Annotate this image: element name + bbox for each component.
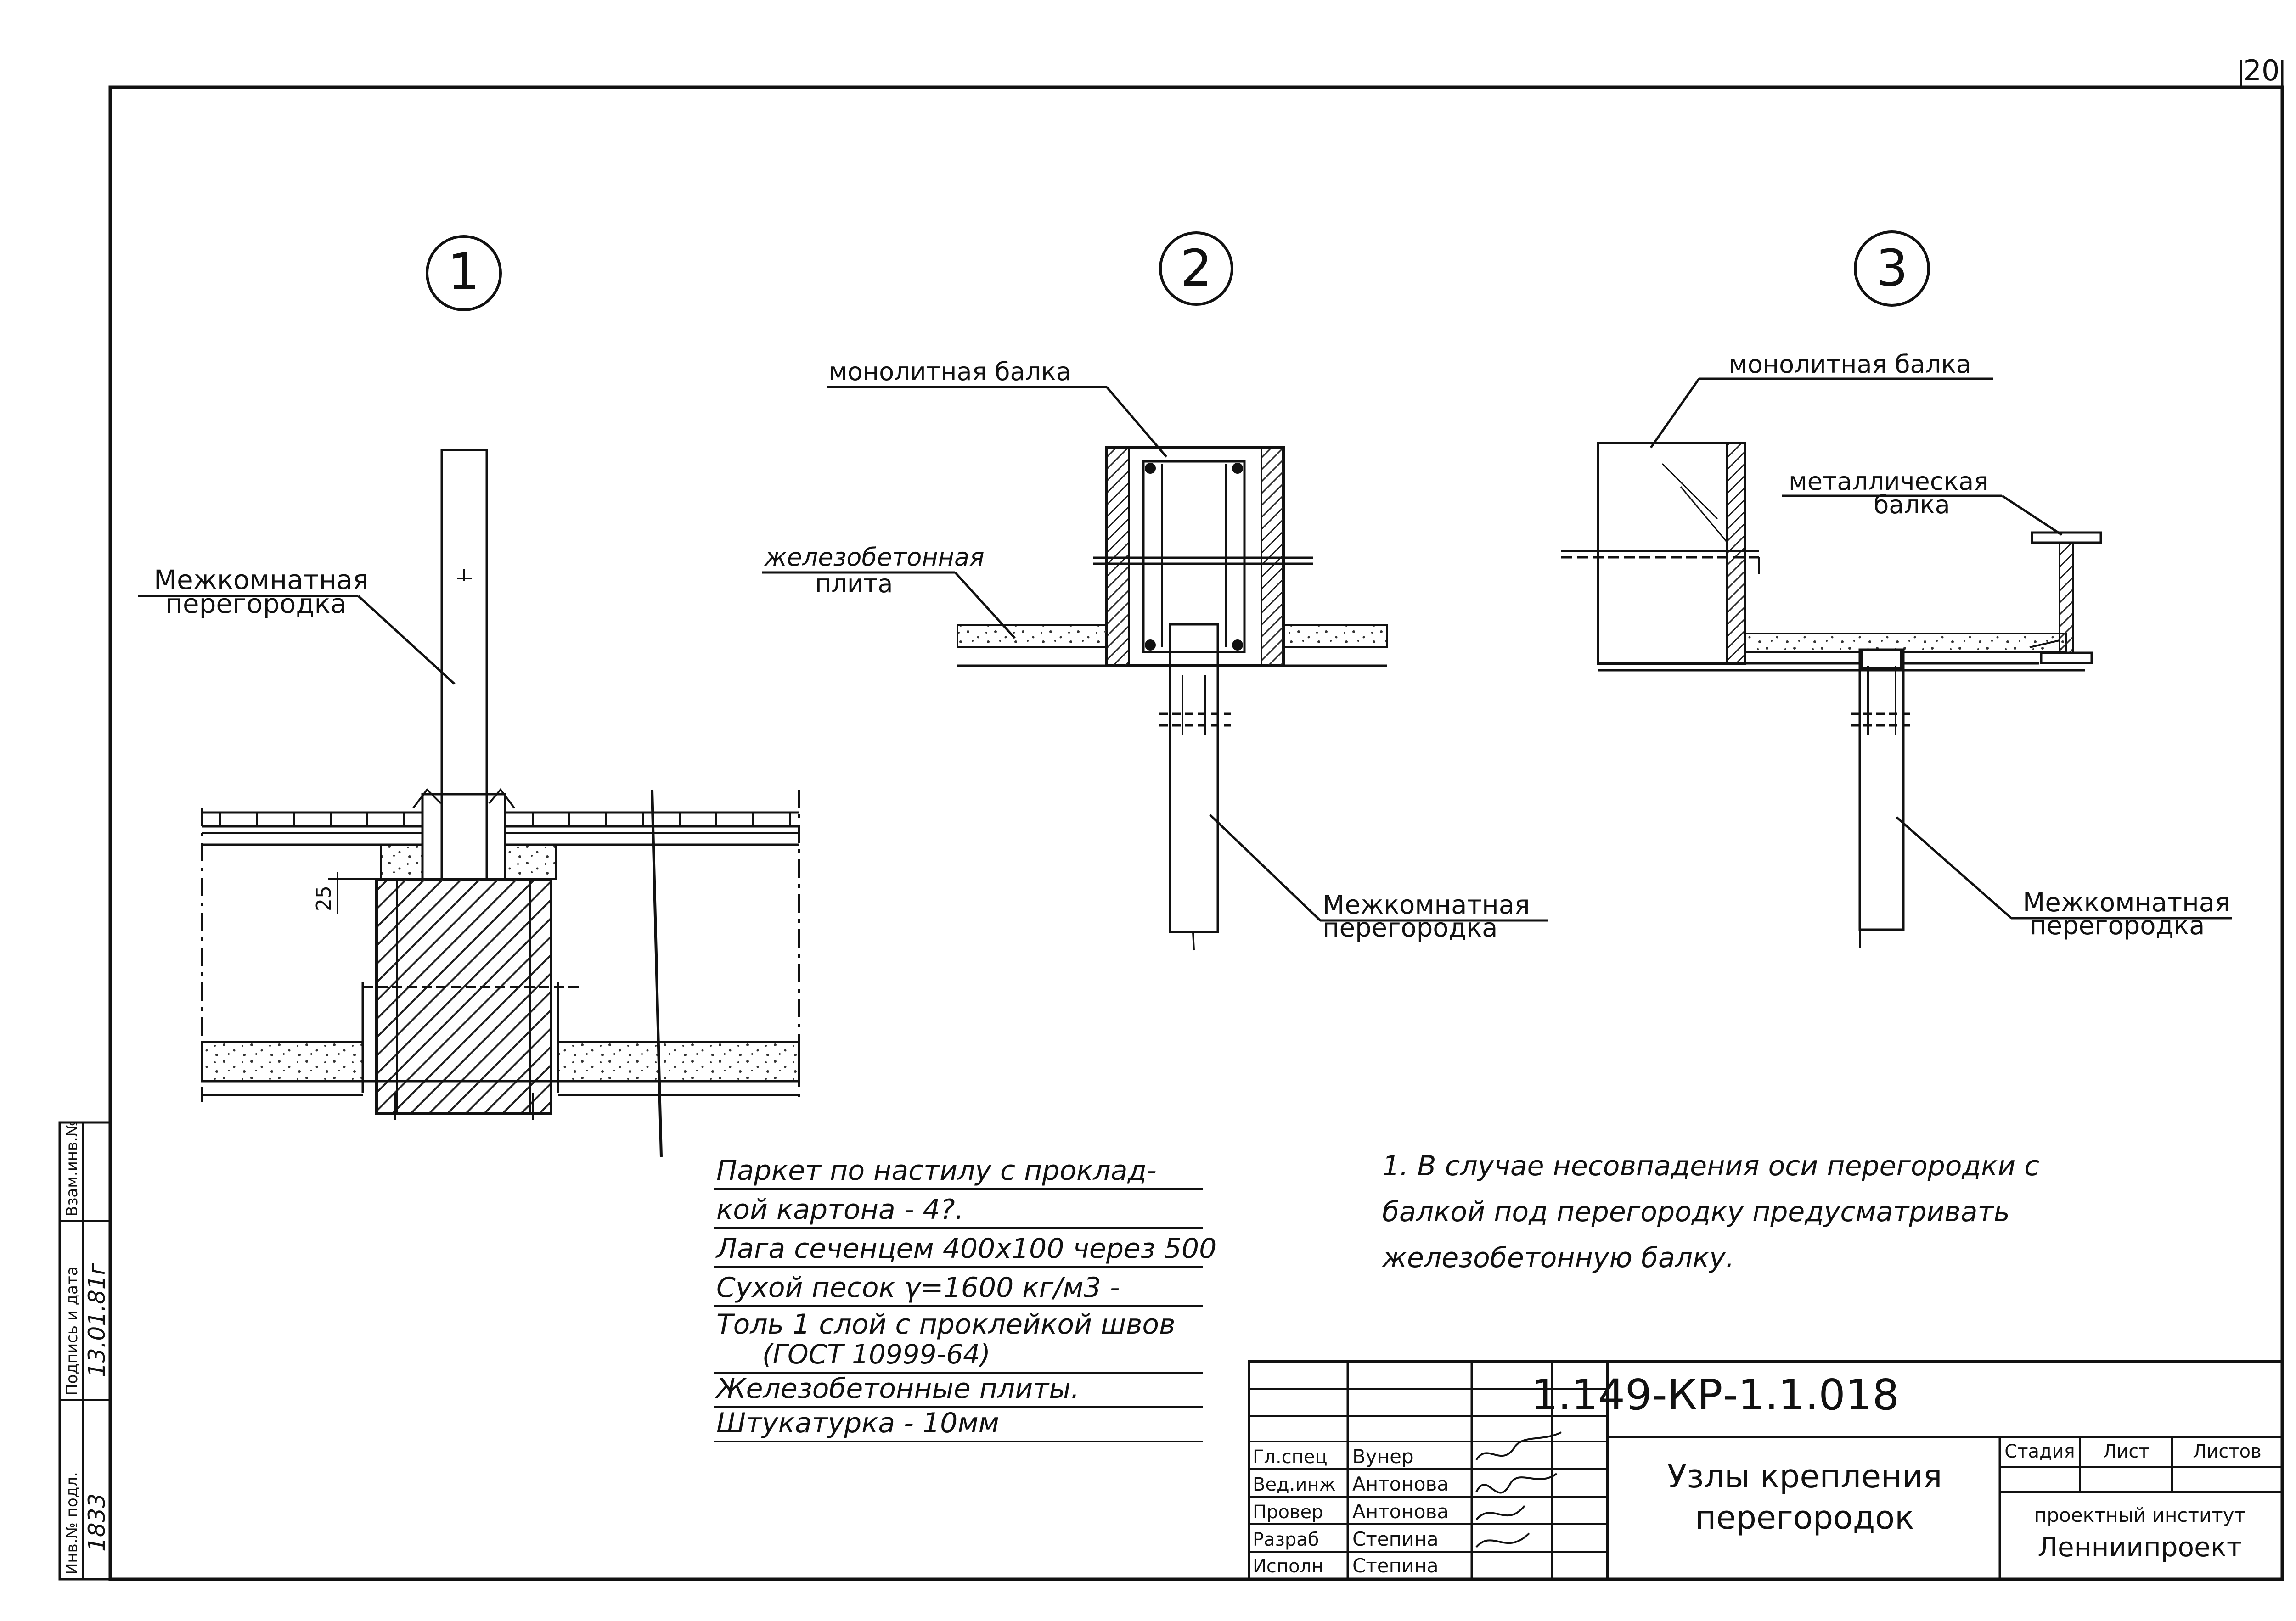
detail-1-drawing: 25 [138, 449, 800, 1157]
signature-2 [1475, 1473, 1558, 1494]
sheet-number: 20 [2244, 54, 2280, 87]
stamp-role-4: Разраб [1253, 1529, 1319, 1550]
stamp-org-line2: Ленниипроект [2037, 1531, 2242, 1563]
signature-1 [1475, 1431, 1562, 1461]
stamp-header-sheet: Лист [2103, 1441, 2149, 1462]
signature-3 [1475, 1505, 1525, 1520]
d2-beam-label: монолитная балка [829, 357, 1071, 386]
d2-partition-label-line1: Межкомнатная [1322, 890, 1530, 920]
detail-number-1: 1 [448, 242, 480, 301]
sheet-frame [108, 60, 2284, 1581]
side-label-sign: Подпись и дата [63, 1266, 81, 1396]
stamp-org-line1: проектный институт [2034, 1504, 2245, 1526]
detail-number-2: 2 [1180, 239, 1212, 297]
d2-slab-label-line1: железобетонная [764, 543, 985, 572]
note-line-3: железобетонную балку. [1381, 1242, 1734, 1274]
stamp-role-2: Вед.инж [1253, 1474, 1336, 1495]
layer-line-5: Толь 1 слой с проклейкой швов [716, 1308, 1175, 1341]
layer-line-8: Штукатурка - 10мм [716, 1407, 999, 1439]
side-label-replace: Взам.инв.№ [63, 1121, 81, 1217]
detail-marker-2: 2 [1159, 231, 1233, 306]
stamp-name-3: Антонова [1352, 1500, 1449, 1523]
d3-beam-label: монолитная балка [1729, 350, 1971, 379]
stamp-role-1: Гл.спец [1253, 1447, 1328, 1468]
stamp-name-5: Степина [1352, 1554, 1439, 1577]
stamp-role-3: Провер [1253, 1502, 1323, 1523]
note-line-2: балкой под перегородку предусматривать [1382, 1196, 2010, 1228]
detail-2-drawing [762, 386, 1548, 951]
side-value-inv: 1833 [84, 1493, 110, 1552]
stamp-name-2: Антонова [1352, 1473, 1449, 1495]
signature-4 [1475, 1532, 1530, 1548]
dim-25: 25 [312, 886, 336, 911]
stamp-header-sheets: Листов [2193, 1441, 2261, 1462]
layer-line-6: (ГОСТ 10999-64) [762, 1339, 990, 1370]
side-value-date: 13.01.81г [84, 1262, 110, 1377]
d3-partition-label-line2: перегородка [2030, 911, 2205, 941]
title-block [1248, 1360, 2284, 1581]
layer-line-1: Паркет по настилу с проклад- [716, 1155, 1157, 1187]
detail-marker-3: 3 [1854, 230, 1930, 307]
note-line-1: 1. В случае несовпадения оси перегородки… [1382, 1150, 2039, 1182]
d2-slab-label-line2: плита [815, 569, 893, 598]
general-note: 1. В случае несовпадения оси перегородки… [1381, 1150, 2039, 1274]
d2-partition-label-line2: перегородка [1322, 913, 1497, 943]
d3-partition-label-line1: Межкомнатная [2023, 888, 2230, 918]
stamp-name-1: Вунер [1352, 1445, 1414, 1468]
layer-line-4: Сухой песок γ=1600 кг/м3 - [716, 1272, 1120, 1304]
detail-3-drawing [1561, 377, 2232, 948]
side-label-inv: Инв.№ подл. [63, 1472, 81, 1575]
stamp-header-stage: Стадия [2004, 1441, 2075, 1462]
layer-legend: Паркет по настилу с проклад- кой картона… [714, 1155, 1216, 1442]
d3-metal-beam-label-line2: балка [1874, 490, 1950, 519]
detail-number-3: 3 [1876, 239, 1908, 297]
stamp-title-line2: перегородок [1695, 1499, 1914, 1537]
d3-metal-beam-label-line1: металлическая [1789, 467, 1989, 496]
layer-line-3: Лага сеченцем 400x100 через 500 [715, 1233, 1216, 1265]
side-stamp [58, 1121, 112, 1581]
layer-line-2: кой картона - 4?. [716, 1194, 964, 1226]
stamp-name-4: Степина [1352, 1528, 1439, 1550]
stamp-title-line1: Узлы крепления [1667, 1458, 1942, 1495]
detail-marker-1: 1 [426, 235, 502, 311]
stamp-code: 1.149-КР-1.1.018 [1531, 1370, 1899, 1419]
layer-line-7: Железобетонные плиты. [715, 1373, 1080, 1405]
stamp-role-5: Исполн [1253, 1556, 1323, 1577]
d1-partition-label-line2: перегородка [165, 588, 347, 619]
d1-partition-label-line1: Межкомнатная [154, 564, 369, 595]
